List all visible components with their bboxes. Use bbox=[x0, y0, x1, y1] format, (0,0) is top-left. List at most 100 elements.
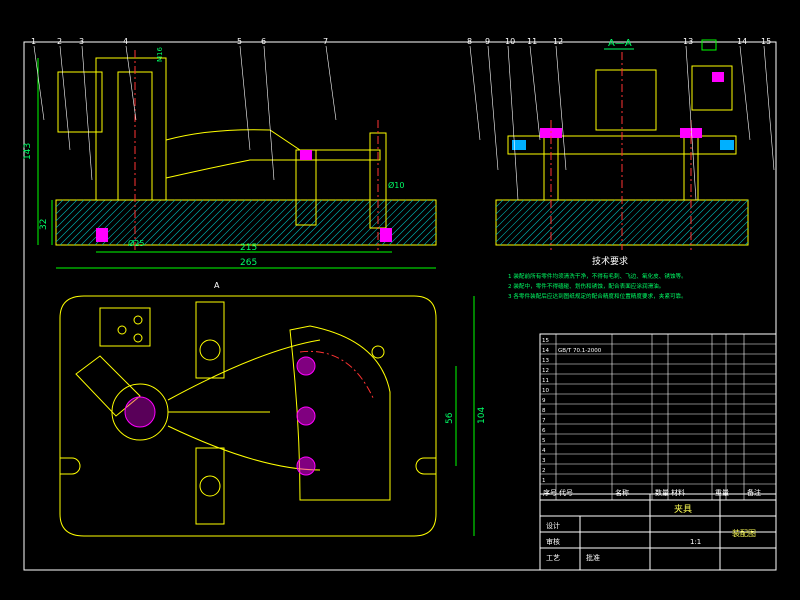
hatch-line bbox=[702, 199, 749, 246]
hatch-line bbox=[534, 199, 581, 246]
balloon-11: 11 bbox=[527, 37, 537, 46]
hatch-line bbox=[388, 199, 435, 246]
balloon-13: 13 bbox=[683, 37, 693, 46]
front-base-plate bbox=[55, 199, 437, 246]
front-post-6 bbox=[295, 149, 317, 226]
hatch-line bbox=[171, 199, 218, 246]
hatch-line bbox=[604, 199, 651, 246]
hatch-line bbox=[136, 199, 183, 246]
plan-arc-bolt-1 bbox=[296, 356, 316, 376]
plan-arc-plate bbox=[289, 325, 391, 501]
plan-lower-support bbox=[195, 447, 225, 525]
side-washer-right bbox=[720, 140, 734, 150]
plan-small-hole-1 bbox=[117, 325, 127, 335]
hatch-line bbox=[416, 225, 437, 246]
hatch-line bbox=[55, 199, 99, 243]
hatch-line bbox=[108, 199, 155, 246]
hatch-line bbox=[255, 199, 302, 246]
hatch-line bbox=[297, 199, 344, 246]
hatch-line bbox=[55, 199, 64, 208]
title-design-label: 设计 bbox=[546, 521, 560, 530]
balloon-1: 1 bbox=[31, 37, 36, 46]
hatch-line bbox=[234, 199, 281, 246]
title-check-label: 审核 bbox=[546, 537, 560, 546]
hatch-line bbox=[80, 199, 127, 246]
hatch-line bbox=[737, 234, 749, 246]
balloon-leader bbox=[487, 45, 499, 171]
balloon-leader bbox=[263, 45, 275, 181]
dim-small-a: M16 bbox=[156, 47, 164, 62]
hatch-line bbox=[332, 199, 379, 246]
hatch-line bbox=[646, 199, 693, 246]
bom-frame bbox=[539, 333, 777, 501]
bom-cell-no: 14 bbox=[542, 348, 549, 354]
hatch-line bbox=[744, 241, 749, 246]
title-part-name: 夹具 bbox=[674, 503, 692, 515]
plan-arm-upper bbox=[167, 339, 321, 401]
balloon-leader bbox=[125, 45, 137, 121]
bom-header-cell: 代号 bbox=[559, 488, 573, 497]
hatch-line bbox=[87, 199, 134, 246]
side-dim-box bbox=[701, 39, 717, 51]
balloon-6: 6 bbox=[261, 37, 266, 46]
balloon-leader bbox=[33, 45, 45, 121]
bom-cell-no: 8 bbox=[542, 408, 546, 414]
plan-lower-nut bbox=[199, 475, 221, 497]
plan-upper-nut bbox=[199, 339, 221, 361]
balloon-leader bbox=[763, 45, 775, 171]
dim-base-height: 32 bbox=[39, 219, 49, 230]
hatch-line bbox=[66, 199, 113, 246]
dim-plan-inner: 56 bbox=[445, 412, 455, 424]
bom-cell-no: 6 bbox=[542, 428, 546, 434]
bom-cell-no: 2 bbox=[542, 468, 546, 474]
title-block: 夹具 装配图 设计 审核 工艺 批准 1:1 bbox=[539, 493, 777, 571]
hatch-line bbox=[206, 199, 253, 246]
hatch-line bbox=[325, 199, 372, 246]
front-bolt-right bbox=[380, 228, 392, 242]
hatch-line bbox=[506, 199, 553, 246]
plan-slot-right bbox=[415, 457, 436, 475]
bom-cell-no: 1 bbox=[542, 478, 546, 484]
dim-pitch: Ø25 bbox=[128, 238, 144, 248]
hatch-line bbox=[402, 211, 437, 246]
bom-cell-no: 7 bbox=[542, 418, 546, 424]
section-label: A—A bbox=[608, 38, 632, 49]
tech-requirement-line-1: 1 装配前所有零件均须清洗干净，不得有毛刺、飞边、氧化皮、锈蚀等。 bbox=[508, 272, 687, 280]
bom-header-cell: 数量 bbox=[655, 488, 669, 497]
bom-cell-no: 11 bbox=[542, 378, 549, 384]
tech-requirements-title: 技术要求 bbox=[592, 255, 628, 267]
hatch-line bbox=[548, 199, 595, 246]
balloon-leader bbox=[469, 45, 481, 141]
hatch-line bbox=[513, 199, 560, 246]
bom-cell-no: 9 bbox=[542, 398, 546, 404]
hatch-line bbox=[716, 213, 749, 246]
bom-header-cell: 序号 bbox=[543, 488, 557, 497]
hatch-line bbox=[709, 206, 749, 246]
hatch-line bbox=[122, 199, 169, 246]
hatch-line bbox=[611, 199, 658, 246]
hatch-line bbox=[423, 232, 437, 246]
hatch-line bbox=[220, 199, 267, 246]
tech-requirement-line-2: 2 装配中，零件不得磕碰、划伤和锈蚀，配合表面应涂润滑油。 bbox=[508, 282, 664, 290]
tech-requirements: 技术要求 1 装配前所有零件均须清洗干净，不得有毛刺、飞边、氧化皮、锈蚀等。 2… bbox=[508, 255, 687, 300]
side-nut-right-top bbox=[712, 72, 724, 82]
dim-overall-width: 265 bbox=[240, 258, 257, 268]
plan-arc-bolt-2 bbox=[296, 406, 316, 426]
dim-inner-width: 215 bbox=[240, 243, 257, 253]
hatch-line bbox=[353, 199, 400, 246]
balloon-leader bbox=[59, 45, 71, 151]
hatch-line bbox=[569, 199, 616, 246]
hatch-line bbox=[653, 199, 700, 246]
plan-main-bore-inner bbox=[124, 396, 156, 428]
balloon-12: 12 bbox=[553, 37, 563, 46]
hatch-line bbox=[241, 199, 288, 246]
title-process-label: 工艺 bbox=[546, 554, 560, 562]
title-drawing-label: 装配图 bbox=[732, 528, 756, 538]
bom-cell-no: 5 bbox=[542, 438, 546, 444]
hatch-line bbox=[213, 199, 260, 246]
bom-cell-code: GB/T 70.1-2000 bbox=[558, 348, 602, 354]
hatch-line bbox=[583, 199, 630, 246]
front-top-cap bbox=[57, 71, 103, 133]
